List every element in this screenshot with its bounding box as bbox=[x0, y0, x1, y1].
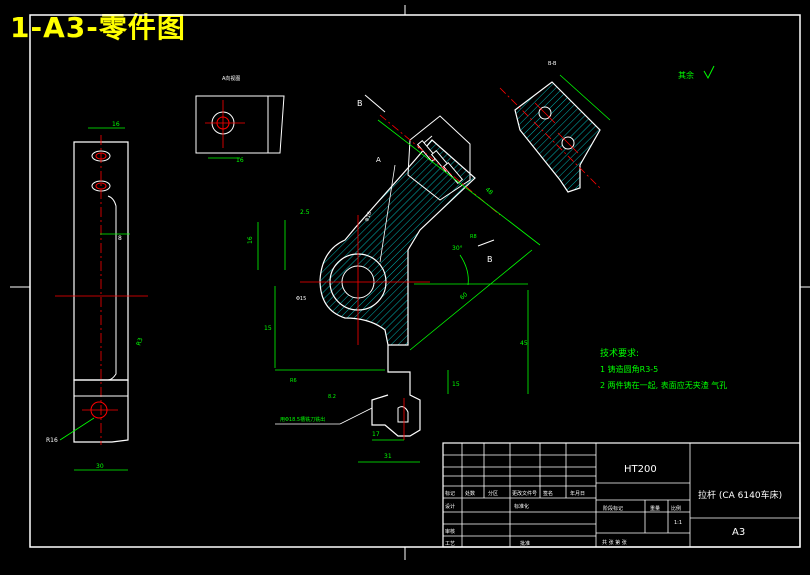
tb-row-review: 审核 bbox=[445, 528, 455, 535]
dim-side-top: 16 bbox=[112, 121, 120, 128]
tech-requirements: 技术要求: 1 铸造圆角R3-5 2 两件铸在一起, 表面应无夹渣 气孔 bbox=[600, 347, 727, 390]
dim-main-diag: 60 bbox=[459, 291, 469, 301]
section-b-right: B bbox=[487, 255, 493, 264]
tb-row-process: 工艺 bbox=[445, 541, 455, 547]
dim-8-2: 8.2 bbox=[328, 394, 336, 400]
tb-cell-5: 年月日 bbox=[570, 490, 585, 497]
dim-16: 16 bbox=[247, 236, 254, 244]
arrow-a: A bbox=[376, 156, 381, 164]
tb-scale-value: 1:1 bbox=[674, 520, 682, 526]
tb-cell-4: 签名 bbox=[543, 490, 553, 497]
tb-sheets-label: 共 张 第 张 bbox=[602, 539, 627, 546]
title-block-text: HT200 拉杆 (CA 6140车床) A3 比例 1:1 重量 阶段标记 共… bbox=[445, 464, 782, 547]
tech-title: 技术要求: bbox=[600, 347, 639, 359]
dim-2-5: 2.5 bbox=[300, 209, 310, 216]
tech-item-2: 2 两件铸在一起, 表面应无夹渣 气孔 bbox=[600, 380, 727, 390]
a-view: A向视图 16 bbox=[195, 75, 285, 164]
dim-dia-15: Φ15 bbox=[296, 296, 306, 302]
dim-r8: R8 bbox=[470, 234, 477, 240]
tb-cell-1: 处数 bbox=[465, 490, 475, 497]
dim-top-left: 16 bbox=[236, 157, 244, 164]
dim-main-48: 48 bbox=[484, 186, 494, 196]
dim-angle: 30° bbox=[452, 245, 463, 252]
roughness-label: 其余 bbox=[678, 70, 694, 80]
dim-r6: R6 bbox=[290, 378, 297, 384]
tb-sheet-size: A3 bbox=[732, 527, 745, 538]
dim-main-17: 17 bbox=[372, 431, 380, 438]
main-view: 15 45 15 31 17 60 48 30° 2.5 16 Φ15 Φ16 … bbox=[247, 94, 541, 463]
tb-cell-2: 分区 bbox=[488, 490, 498, 497]
side-view: 16 8 R3 30 R16 bbox=[46, 121, 148, 471]
dim-side-mid: 8 bbox=[118, 235, 122, 242]
title-block bbox=[442, 442, 801, 548]
tb-material: HT200 bbox=[624, 464, 657, 475]
leader-note: 用Φ18.5槽铣刀铣出 bbox=[280, 416, 325, 423]
dim-side-bottom-r: R16 bbox=[46, 437, 58, 444]
tb-scale-label: 比例 bbox=[671, 505, 681, 512]
drawing-frame bbox=[10, 5, 810, 560]
a-view-label: A向视图 bbox=[222, 75, 240, 82]
dim-dia-16: Φ16 bbox=[364, 211, 373, 223]
dim-main-left: 15 bbox=[264, 325, 272, 332]
dim-main-31: 31 bbox=[384, 453, 392, 460]
tb-cell-0: 标记 bbox=[445, 490, 455, 497]
tech-item-1: 1 铸造圆角R3-5 bbox=[600, 364, 658, 374]
tb-stage-label: 阶段标记 bbox=[603, 505, 623, 512]
tb-part-name: 拉杆 (CA 6140车床) bbox=[698, 489, 782, 501]
dim-main-right: 45 bbox=[520, 340, 528, 347]
tb-weight-label: 重量 bbox=[650, 505, 660, 512]
tb-row-design: 设计 bbox=[445, 503, 455, 510]
tb-cell-3: 更改文件号 bbox=[512, 490, 537, 497]
dim-side-bottom: 30 bbox=[96, 463, 104, 470]
b-view-label: B-B bbox=[548, 61, 557, 67]
roughness-note: 其余 bbox=[678, 65, 715, 80]
dim-main-15: 15 bbox=[452, 381, 460, 388]
section-b-top: B bbox=[357, 99, 363, 108]
dim-side-r: R3 bbox=[135, 337, 144, 347]
drawing-heading: 1-A3-零件图 bbox=[10, 11, 186, 44]
b-section-view: B-B bbox=[499, 61, 611, 193]
tb-std-label: 标准化 bbox=[514, 503, 529, 510]
tb-approve-label: 批准 bbox=[520, 540, 530, 547]
